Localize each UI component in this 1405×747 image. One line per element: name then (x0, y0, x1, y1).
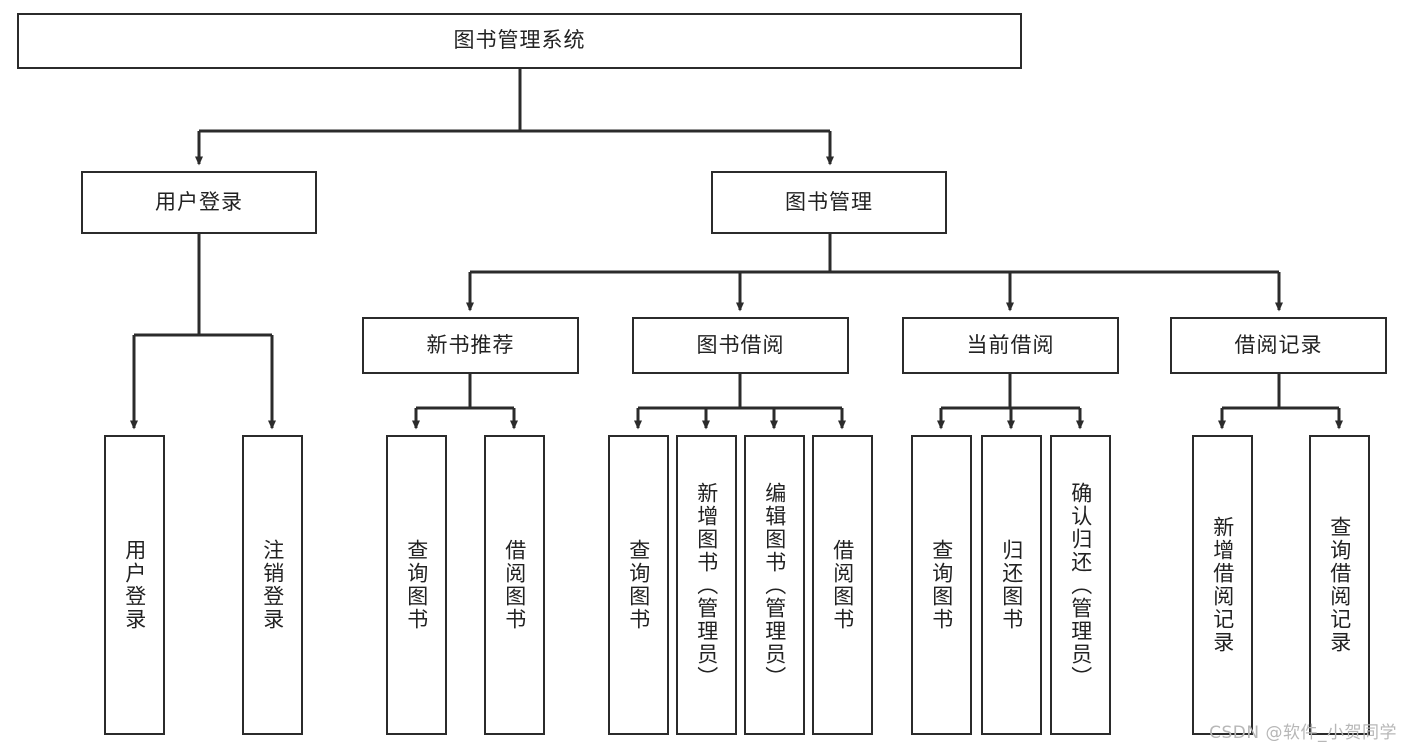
node-leaf-borrow-book[interactable]: 借阅图书 (812, 435, 873, 735)
node-label: 新书推荐 (426, 332, 515, 357)
node-label: 借阅图书 (502, 539, 527, 631)
node-leaf-query-book-borrow[interactable]: 查询图书 (608, 435, 669, 735)
node-leaf-query-book-recommend[interactable]: 查询图书 (386, 435, 447, 735)
node-borrow-record[interactable]: 借阅记录 (1170, 317, 1387, 374)
node-leaf-edit-book[interactable]: 编辑图书（管理员） (744, 435, 805, 735)
node-label: 图书管理系统 (453, 28, 586, 53)
node-label: 借阅记录 (1234, 332, 1323, 357)
node-label: 确认归还（管理员） (1068, 481, 1093, 689)
node-label: 查询借阅记录 (1327, 516, 1352, 654)
node-label: 当前借阅 (966, 332, 1055, 357)
node-book-borrow[interactable]: 图书借阅 (632, 317, 849, 374)
node-root-system[interactable]: 图书管理系统 (17, 13, 1022, 69)
node-leaf-add-borrow-record[interactable]: 新增借阅记录 (1192, 435, 1253, 735)
node-label: 查询图书 (929, 539, 954, 631)
node-leaf-return-book[interactable]: 归还图书 (981, 435, 1042, 735)
node-leaf-borrow-book-recommend[interactable]: 借阅图书 (484, 435, 545, 735)
node-label: 编辑图书（管理员） (762, 481, 787, 689)
node-label: 新增借阅记录 (1210, 516, 1235, 654)
node-label: 用户登录 (155, 189, 243, 214)
node-leaf-query-book-current[interactable]: 查询图书 (911, 435, 972, 735)
node-leaf-confirm-return[interactable]: 确认归还（管理员） (1050, 435, 1111, 735)
node-leaf-query-borrow-record[interactable]: 查询借阅记录 (1309, 435, 1370, 735)
node-label: 借阅图书 (830, 539, 855, 631)
node-user-login[interactable]: 用户登录 (81, 171, 317, 234)
node-leaf-add-book[interactable]: 新增图书（管理员） (676, 435, 737, 735)
node-label: 图书借阅 (696, 332, 785, 357)
watermark-text: CSDN @软件_小贺同学 (1209, 723, 1397, 743)
node-label: 新增图书（管理员） (694, 481, 719, 689)
node-label: 查询图书 (404, 539, 429, 631)
node-leaf-user-logout[interactable]: 注销登录 (242, 435, 303, 735)
node-current-borrow[interactable]: 当前借阅 (902, 317, 1119, 374)
node-label: 注销登录 (260, 539, 285, 631)
node-new-book-recommend[interactable]: 新书推荐 (362, 317, 579, 374)
node-leaf-user-login[interactable]: 用户登录 (104, 435, 165, 735)
node-label: 归还图书 (999, 539, 1024, 631)
node-label: 图书管理 (785, 189, 873, 214)
node-label: 用户登录 (122, 539, 147, 631)
node-book-management[interactable]: 图书管理 (711, 171, 947, 234)
node-label: 查询图书 (626, 539, 651, 631)
